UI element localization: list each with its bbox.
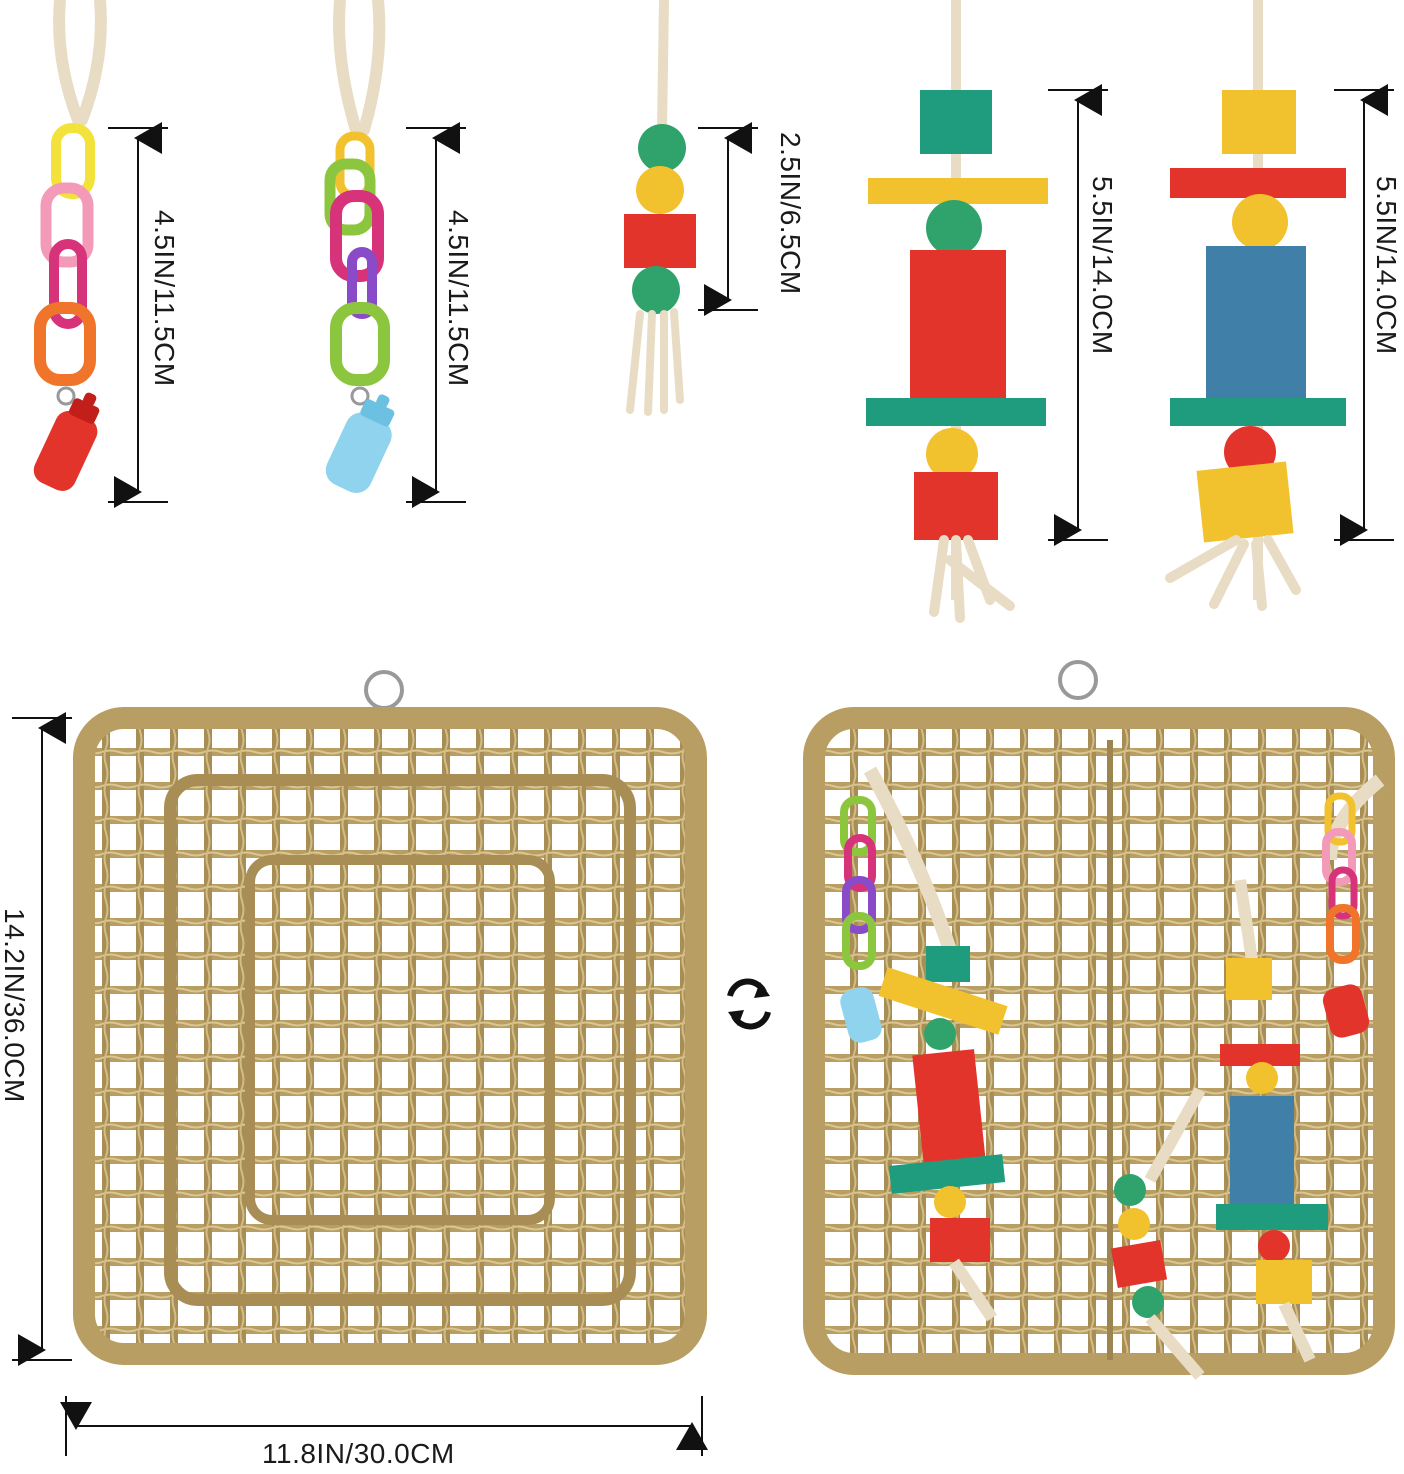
dimension-arrow-block-red — [1048, 84, 1108, 546]
dimension-label-mat-height: 14.2IN/36.0CM — [0, 908, 30, 1103]
dimension-label-chain-blue: 4.5IN/11.5CM — [443, 210, 474, 387]
seagrass-mat-with-toys — [803, 660, 1395, 1380]
seagrass-mat-plain — [73, 670, 707, 1365]
dimension-label-bead-toy: 2.5IN/6.5CM — [775, 132, 806, 295]
dimension-arrow-chain-red — [108, 122, 168, 508]
block-toy-red — [866, 0, 1048, 623]
bead-toy — [624, 0, 696, 416]
dimension-arrow-mat-width — [60, 1396, 708, 1456]
blue-bottle-charm — [325, 394, 395, 493]
dimension-arrow-block-blue — [1334, 84, 1394, 546]
dimension-label-chain-red: 4.5IN/11.5CM — [149, 210, 180, 387]
dimension-arrow-bead — [698, 122, 758, 316]
refresh-cycle-icon — [727, 978, 771, 1030]
dimension-label-mat-width: 11.8IN/30.0CM — [262, 1438, 455, 1469]
dimension-label-block-blue: 5.5IN/14.0CM — [1371, 176, 1402, 355]
dimension-arrow-mat-height — [12, 712, 72, 1366]
chain-toy-red-bottle — [33, 0, 107, 491]
dimension-arrow-chain-blue — [406, 122, 466, 508]
chain-toy-blue-bottle — [324, 0, 395, 493]
block-toy-blue — [1165, 0, 1346, 611]
dimension-label-block-red: 5.5IN/14.0CM — [1087, 176, 1118, 355]
red-bottle-charm — [33, 392, 100, 491]
